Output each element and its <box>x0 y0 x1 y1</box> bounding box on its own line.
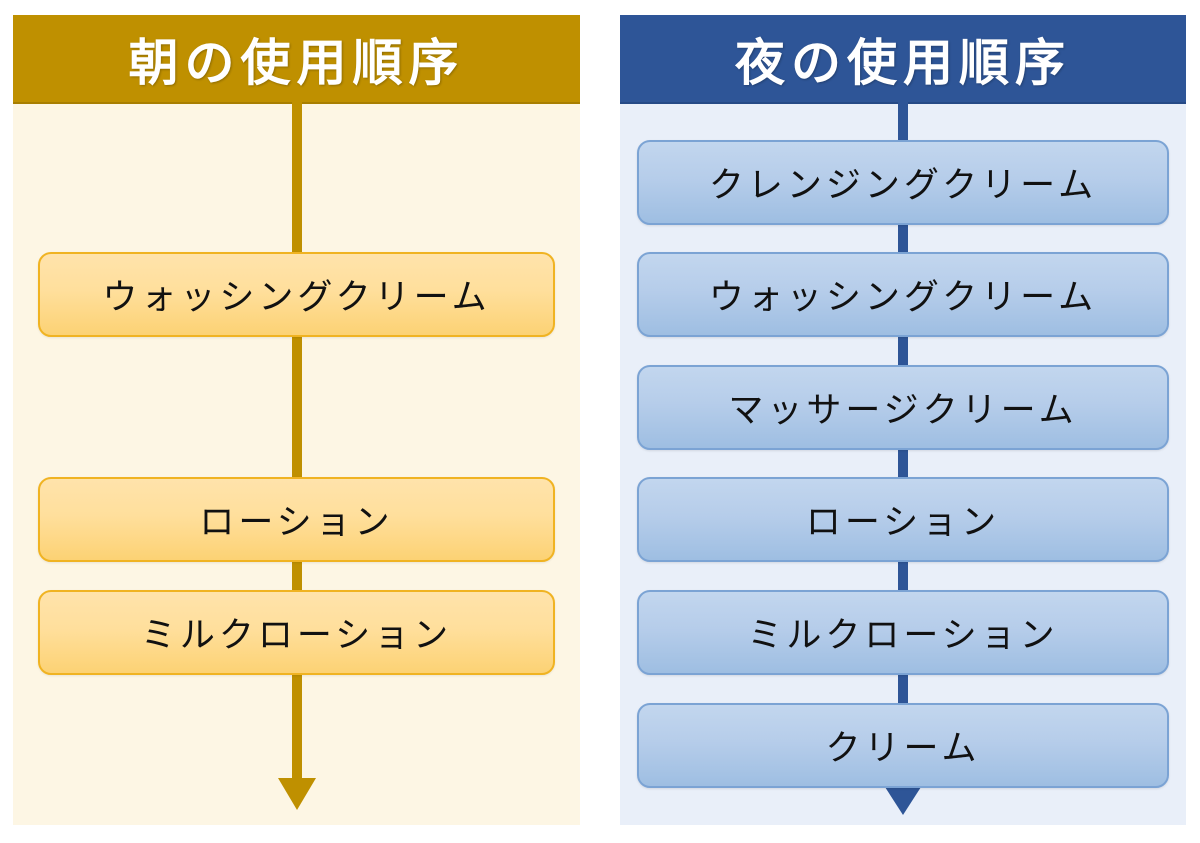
night-step-4[interactable]: ローション <box>637 477 1169 562</box>
morning-step-3[interactable]: ミルクローション <box>38 590 555 675</box>
night-flow-arrow-icon <box>885 787 921 815</box>
morning-routine-panel: 朝の使用順序 ウォッシングクリーム ローション ミルクローション <box>13 15 580 825</box>
night-step-1[interactable]: クレンジングクリーム <box>637 140 1169 225</box>
morning-step-1[interactable]: ウォッシングクリーム <box>38 252 555 337</box>
morning-panel-title: 朝の使用順序 <box>13 15 580 104</box>
morning-flow-connector-line <box>291 102 302 780</box>
morning-flow-arrow-icon <box>277 778 316 810</box>
night-step-2[interactable]: ウォッシングクリーム <box>637 252 1169 337</box>
night-routine-panel: 夜の使用順序 クレンジングクリーム ウォッシングクリーム マッサージクリーム ロ… <box>620 15 1186 825</box>
morning-step-2[interactable]: ローション <box>38 477 555 562</box>
night-step-5[interactable]: ミルクローション <box>637 590 1169 675</box>
night-step-3[interactable]: マッサージクリーム <box>637 365 1169 450</box>
night-panel-title: 夜の使用順序 <box>620 15 1186 104</box>
morning-step-list: ウォッシングクリーム ローション ミルクローション <box>13 102 580 825</box>
night-step-6[interactable]: クリーム <box>637 703 1169 788</box>
night-step-list: クレンジングクリーム ウォッシングクリーム マッサージクリーム ローション ミル… <box>620 102 1186 825</box>
